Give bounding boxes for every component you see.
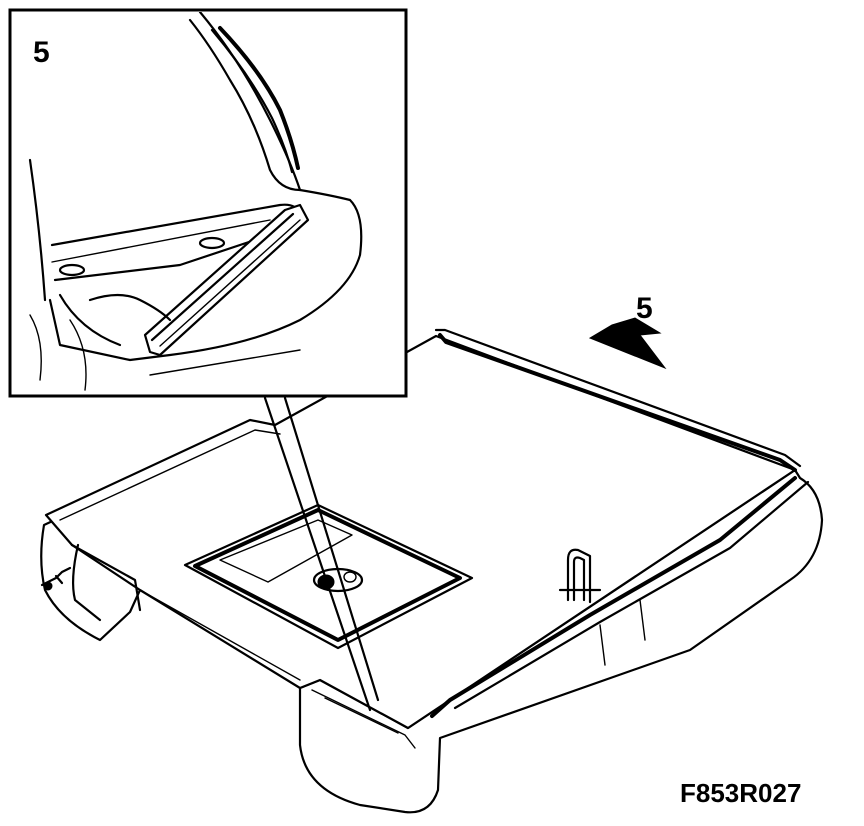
main-callout-number: 5 [636,292,653,325]
rear-seal-strip [438,333,797,472]
inset-callout-number: 5 [33,36,50,69]
direction-arrow [588,317,667,370]
seat-cushion-illustration [40,328,824,814]
cushion-top-surface [44,334,797,730]
front-seal-strip [430,476,797,718]
detail-inset [8,8,408,398]
cushion-left-bolster [40,510,142,642]
inset-seal-upper [218,26,300,170]
inset-seal-corner [143,203,310,357]
leader-lines [263,396,380,712]
figure-code: F853R027 [680,778,801,808]
